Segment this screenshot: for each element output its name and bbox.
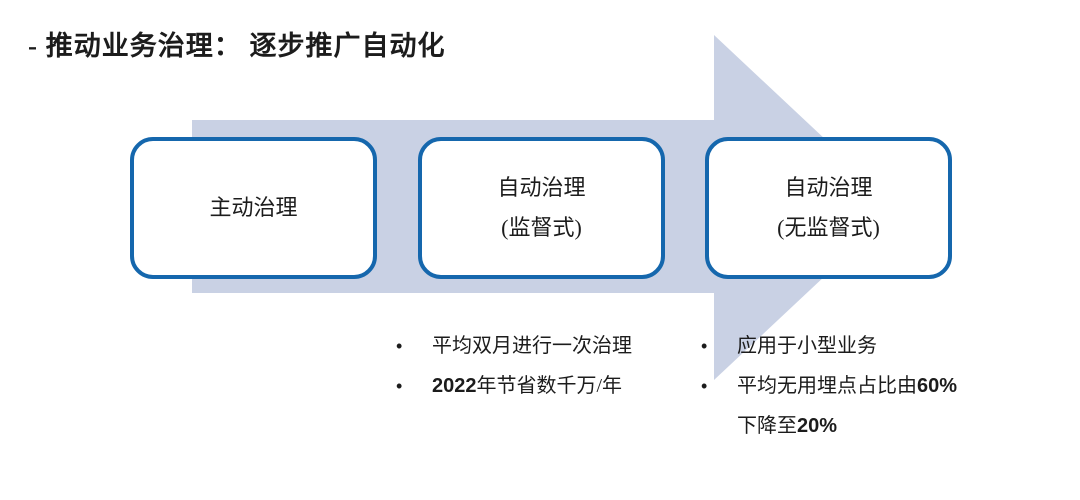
callout-text-rest: 下降至 — [737, 415, 797, 437]
callout-supervised-notes: • 平均双月进行一次治理 • 2022年节省数千万/年 — [396, 334, 706, 414]
callout-item-text: 下降至20% — [737, 414, 837, 438]
callout-item: • 应用于小型业务 — [701, 334, 1001, 358]
stage-label-line1: 主动治理 — [209, 195, 298, 220]
callout-text-rest: 年节省数千万/年 — [476, 375, 623, 397]
callout-bold-number: 60% — [917, 375, 958, 397]
bullet-icon: • — [701, 336, 708, 356]
bullet-icon: • — [396, 376, 403, 396]
callout-item-text: 平均双月进行一次治理 — [432, 335, 632, 357]
callout-item-text: 平均无用埋点占比由60% — [737, 374, 957, 398]
bullet-icon: • — [396, 336, 403, 356]
callout-bold-number: 20% — [797, 415, 838, 437]
callout-unsupervised-notes: • 应用于小型业务 • 平均无用埋点占比由60% 下降至20% — [701, 334, 1001, 454]
callout-item-text: 应用于小型业务 — [737, 335, 877, 357]
stage-label-line1: 自动治理 — [497, 175, 586, 200]
callout-item-text: 2022年节省数千万/年 — [432, 374, 622, 398]
callout-text-rest: 平均无用埋点占比由 — [737, 375, 917, 397]
callout-item: • 2022年节省数千万/年 — [396, 374, 706, 398]
stage-label-line2: (监督式) — [501, 215, 582, 240]
page-title: - 推动业务治理： 逐步推广自动化 — [28, 31, 446, 61]
stage-label-line2: (无监督式) — [777, 215, 880, 240]
callout-bold-number: 2022 — [432, 375, 477, 397]
callout-item: • 平均无用埋点占比由60% — [701, 374, 1001, 398]
bullet-icon: • — [701, 376, 708, 396]
stage-box-auto-governance-unsupervised: 自动治理 (无监督式) — [705, 137, 952, 279]
stage-box-proactive-governance: 主动治理 — [130, 137, 377, 279]
stage-box-auto-governance-supervised: 自动治理 (监督式) — [418, 137, 665, 279]
callout-item-wrap-line: 下降至20% — [701, 414, 1001, 438]
stage-label-line1: 自动治理 — [784, 175, 873, 200]
callout-item: • 平均双月进行一次治理 — [396, 334, 706, 358]
